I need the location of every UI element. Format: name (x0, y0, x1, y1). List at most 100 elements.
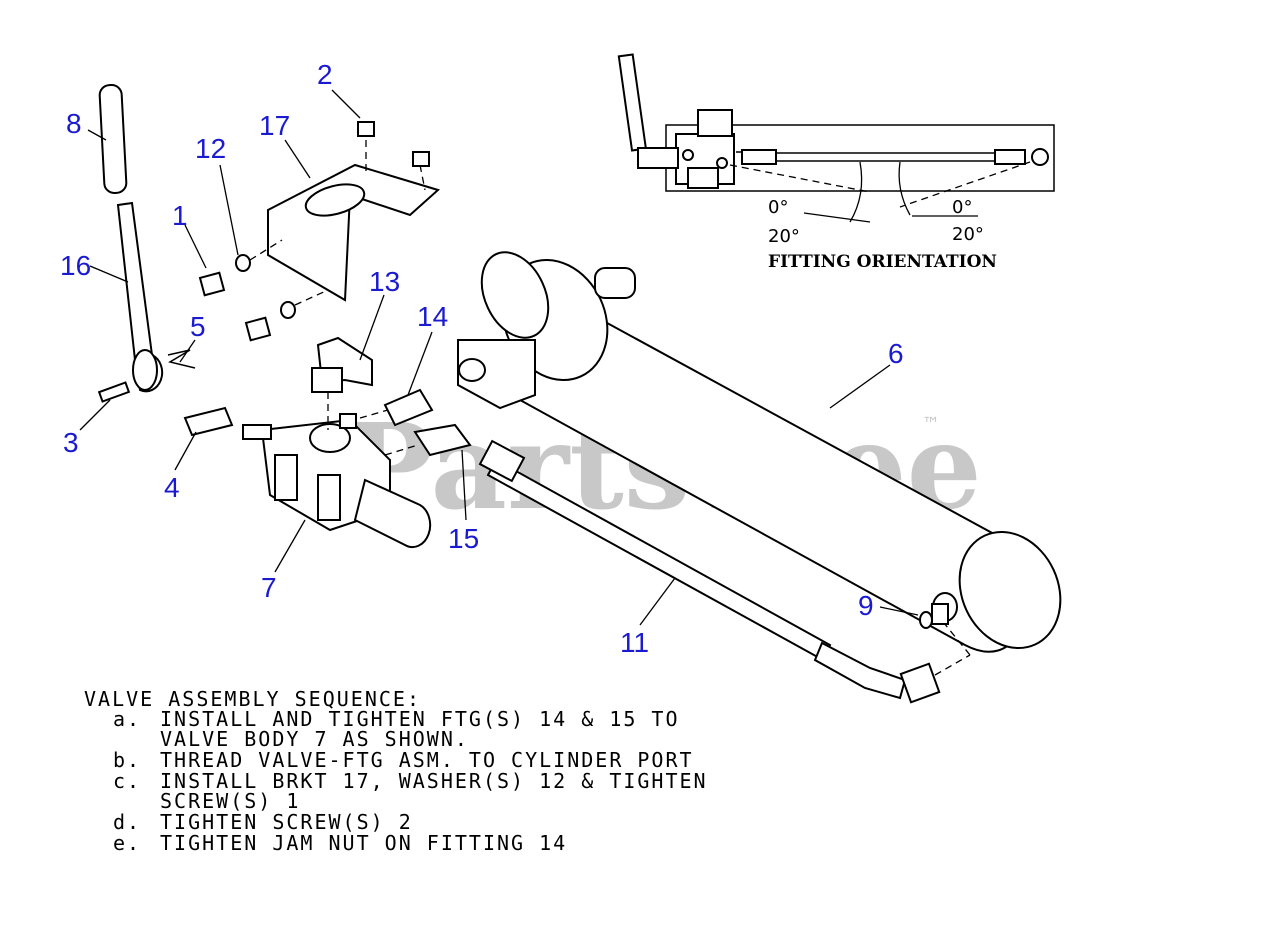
callout-5: 5 (190, 311, 206, 342)
callout-17: 17 (259, 110, 290, 141)
callout-16: 16 (60, 250, 91, 281)
inset-valve-linkage (637, 147, 679, 169)
fitting-15-connect (384, 444, 419, 456)
inset-valve-bottom (687, 167, 719, 189)
callout-9: 9 (858, 590, 874, 621)
screw-2-head (357, 121, 375, 137)
inset-valve-top (697, 109, 733, 137)
callout-4: 4 (164, 472, 180, 503)
callout-1: 1 (172, 200, 188, 231)
control-valve (242, 413, 432, 549)
cylinder-port-top (594, 267, 636, 299)
fitting-15-body (413, 423, 472, 457)
hose-connect-line (934, 654, 971, 676)
leader-15 (461, 449, 467, 521)
hairpin-clip (167, 349, 196, 369)
note-c-continued: SCREW(S) 1 (160, 789, 300, 813)
washer-connect-b (294, 289, 329, 306)
valve-top-port (309, 423, 351, 453)
leader-6 (829, 364, 891, 409)
leader-4 (174, 431, 197, 471)
leader-5 (179, 339, 196, 363)
orientation-right-angle-20: 20° (952, 224, 984, 245)
hydraulic-cylinder (457, 251, 1062, 653)
watermark-trademark: ™ (922, 414, 940, 435)
washer-12b (280, 301, 296, 319)
cylinder-gland (480, 251, 550, 339)
fitting-14-connect (359, 409, 389, 419)
valve-plug (339, 413, 357, 429)
screw-2b-head (412, 151, 430, 167)
leader-2 (331, 89, 361, 119)
note-b-marker: b. (113, 748, 141, 772)
o-ring (919, 611, 933, 629)
leader-3 (79, 399, 111, 431)
inset-angle-line-right (899, 161, 1031, 208)
callout-13: 13 (369, 266, 400, 297)
note-e-marker: e. (113, 831, 141, 855)
valve-side-plate-right (317, 474, 341, 521)
fitting-orientation-inset: 0° 20° 0° 20° FITTING ORIENTATION (617, 53, 1055, 272)
orientation-left-angle-20: 20° (768, 226, 800, 247)
callout-3: 3 (63, 427, 79, 458)
note-c-text: INSTALL BRKT 17, WASHER(S) 12 & TIGHTEN (160, 769, 708, 793)
valve-side-plate-left (274, 454, 298, 501)
inset-leader-left (803, 212, 871, 223)
elbow-13-nut (311, 367, 343, 393)
cylinder-mount-hole (458, 358, 486, 382)
elbow-fitting-15 (384, 423, 472, 457)
leader-9 (879, 606, 919, 616)
inset-hose-end (994, 149, 1026, 165)
leader-17 (284, 139, 311, 179)
cylinder-clevis-mount (457, 339, 536, 410)
hose-fitting-front (478, 439, 526, 483)
note-b-text: THREAD VALVE-FTG ASM. TO CYLINDER PORT (160, 748, 694, 772)
bracket-slot (304, 183, 366, 217)
assembly-notes: VALVE ASSEMBLY SEQUENCE: a. INSTALL AND … (84, 687, 708, 855)
callout-14: 14 (417, 301, 448, 332)
mounting-bracket (267, 140, 440, 302)
callout-numbers: 8 16 1 12 17 2 13 14 6 5 3 4 7 15 11 9 (60, 59, 904, 658)
washer-connect-a (249, 239, 283, 261)
callout-7: 7 (261, 572, 277, 603)
leader-12 (219, 164, 239, 256)
callout-8: 8 (66, 108, 82, 139)
callout-12: 12 (195, 133, 226, 164)
clevis-pin (97, 381, 131, 403)
inset-handle (617, 53, 648, 152)
orientation-left-angle-0: 0° (768, 197, 788, 218)
washer-12 (235, 254, 251, 272)
inset-angle-arc-right (898, 161, 911, 216)
inset-fitting-port (716, 157, 728, 169)
leader-1 (184, 224, 207, 269)
inset-angle-arc-left (849, 161, 863, 223)
inset-angle-line-left (729, 164, 871, 193)
callout-2: 2 (317, 59, 333, 90)
callout-11: 11 (620, 627, 649, 658)
note-d-text: TIGHTEN SCREW(S) 2 (160, 810, 413, 834)
note-c-marker: c. (113, 769, 141, 793)
leader-16 (89, 265, 129, 283)
leader-lines (79, 89, 919, 626)
inset-fitting (741, 149, 777, 165)
rear-fitting (931, 603, 949, 625)
notes-heading: VALVE ASSEMBLY SEQUENCE: (84, 687, 421, 711)
hose-connect-line-b (934, 611, 971, 656)
elbow-fitting-13 (311, 336, 373, 430)
leader-13 (359, 294, 385, 361)
note-a-continued: VALVE BODY 7 AS SHOWN. (160, 727, 469, 751)
valve-spool-cap (353, 478, 432, 549)
valve-spool-link (242, 424, 272, 440)
leader-8 (87, 129, 107, 141)
screw-1-head (198, 271, 226, 297)
leader-14 (407, 331, 433, 396)
hose-end-nut (899, 662, 941, 704)
hose-ferrule-rear (813, 641, 907, 700)
bracket-screw-line-b (419, 164, 426, 191)
callout-6: 6 (888, 338, 904, 369)
handle-grip (98, 84, 128, 194)
connecting-link (183, 406, 234, 437)
orientation-right-angle-0: 0° (952, 197, 972, 218)
